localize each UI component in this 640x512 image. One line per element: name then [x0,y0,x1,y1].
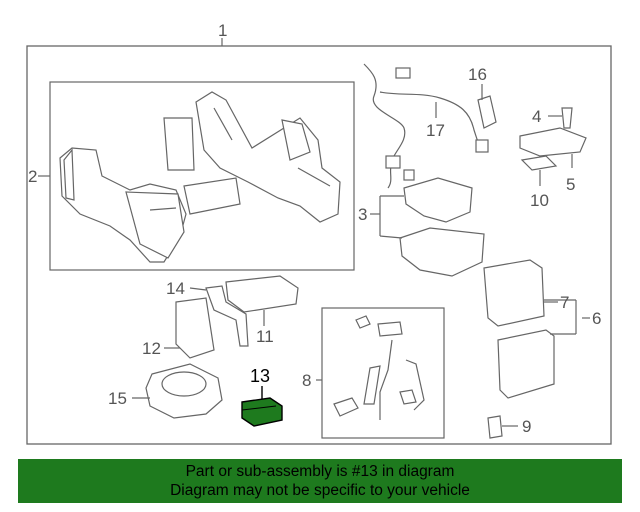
bracket-drawing [205,285,249,347]
callout-15: 15 [108,389,127,408]
hvac-housing-drawing [59,91,341,263]
callout-14: 14 [166,279,185,298]
callout-5: 5 [566,175,575,194]
callout-leaders [38,84,590,427]
callout-16: 16 [468,65,487,84]
notice-line-2: Diagram may not be specific to your vehi… [170,482,470,499]
clip-drawing [487,415,503,439]
notice-line-1: Part or sub-assembly is #13 in diagram [185,463,455,480]
actuator-pin-drawing [561,107,573,129]
callout-8: 8 [302,371,311,390]
filter-cover-drawing [520,155,558,171]
assembly-frame [26,38,612,445]
hose-kit-drawing [333,315,425,420]
duct-drawing [379,177,485,277]
callout-4: 4 [532,107,541,126]
actuator-drawing [519,127,587,157]
part-13-highlight [241,386,283,427]
sensor-drawing [477,95,497,129]
callout-2: 2 [28,167,37,186]
callout-3: 3 [358,205,367,224]
core-drawing [483,259,577,399]
mount-plate-drawing [175,297,215,359]
callout-1: 1 [218,21,227,40]
callout-17: 17 [426,121,445,140]
callout-6: 6 [592,309,601,328]
wire-harness-drawing [363,63,489,189]
blower-wheel-drawing [161,371,207,397]
hose-kit-subframe [321,307,445,439]
part-notice-banner: Part or sub-assembly is #13 in diagram D… [18,459,622,503]
filter-drawing [225,275,299,313]
callout-9: 9 [522,417,531,436]
callout-13: 13 [250,366,270,386]
callout-10: 10 [530,191,549,210]
callout-7: 7 [560,293,569,312]
callout-11: 11 [256,327,274,346]
callout-12: 12 [142,339,161,358]
